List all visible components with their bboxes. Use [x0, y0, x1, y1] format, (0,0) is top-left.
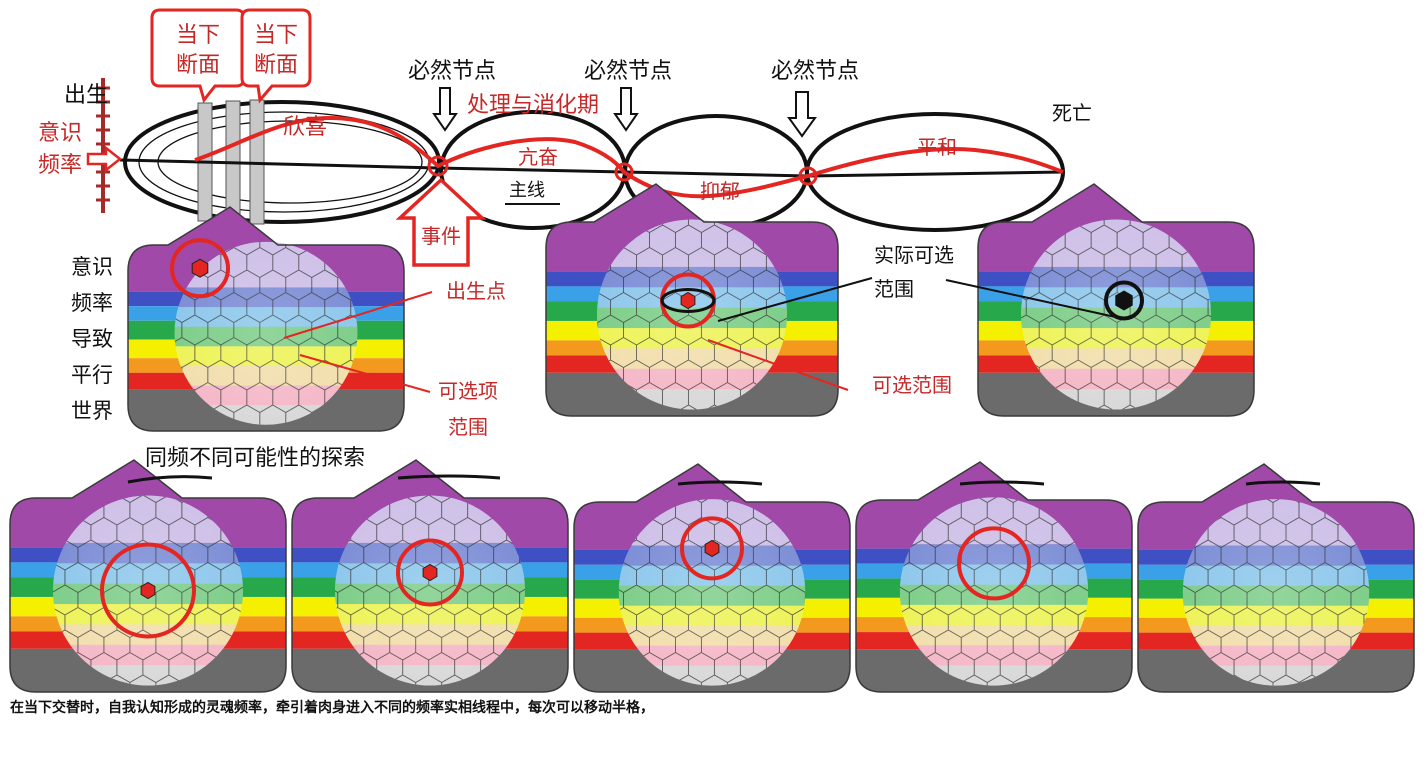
- options-range-pointer: [707, 339, 849, 391]
- event-label: 事件: [421, 224, 461, 248]
- possibility-sphere: [618, 499, 806, 686]
- birth-label: 出生: [64, 83, 108, 108]
- main-line-label: 主线: [509, 180, 545, 201]
- options-range-circle: [396, 538, 464, 607]
- frequency-wave: [194, 115, 1064, 199]
- options-range-circle: [680, 516, 744, 581]
- down-arrow-icon: [613, 87, 639, 132]
- actual-range-label: 实际可选范围: [874, 243, 954, 301]
- cross-section-label: 当下断面: [254, 23, 298, 78]
- parallel-world-panel: [9, 459, 287, 693]
- node-circle: [798, 166, 818, 186]
- actual-range-pointer: [717, 277, 873, 322]
- options-range-circle: [170, 238, 230, 299]
- bottom-title: 同频不同可能性的探索: [145, 446, 365, 471]
- possibility-sphere: [899, 497, 1089, 686]
- options-range-label: 可选项范围: [438, 379, 498, 439]
- options-range-circle: [957, 526, 1031, 601]
- parallel-world-panel: [855, 461, 1133, 693]
- birth-point-label: 出生点: [446, 279, 506, 303]
- options-range-pointer: [299, 354, 431, 393]
- options-range-label: 可选范围: [872, 373, 952, 397]
- right-arrow-icon: [86, 145, 123, 173]
- excited-label: 亢奋: [518, 145, 558, 169]
- cross-section-label: 当下断面: [176, 23, 220, 78]
- actual-range-ellipse: [660, 287, 716, 313]
- options-range-circle: [100, 542, 196, 639]
- cross-section-callout: [240, 8, 312, 104]
- parallel-world-panel: [977, 183, 1255, 417]
- necessary-node-label: 必然节点: [408, 59, 496, 84]
- up-arrow-icon: [395, 177, 487, 267]
- necessary-node-label: 必然节点: [584, 59, 672, 84]
- footer-text: 在当下交替时，自我认知形成的灵魂频率，牵引着肉身进入不同的频率实相线程中，每次可…: [10, 699, 654, 716]
- parallel-world-panel: [573, 463, 851, 693]
- possibility-sphere: [334, 495, 526, 686]
- possibility-sphere: [596, 219, 788, 410]
- peace-label: 平和: [917, 135, 957, 159]
- hexagon-icon: [1115, 290, 1133, 311]
- processing-period-label: 处理与消化期: [467, 93, 599, 118]
- possibility-sphere: [1182, 499, 1370, 686]
- down-arrow-icon: [787, 91, 817, 138]
- timeline: 当下断面 当下断面 出生 意识频率 必然节点 必然节点 必然节点 处理与消化期 …: [38, 8, 1092, 267]
- down-arrow-icon: [432, 87, 458, 132]
- parallel-world-panel: [291, 459, 569, 693]
- parallel-world-panel: [127, 206, 405, 432]
- actual-range-pointer: [945, 279, 1121, 319]
- node-circle: [614, 162, 634, 182]
- necessary-node-label: 必然节点: [771, 59, 859, 84]
- ruler-ticks: [96, 86, 110, 202]
- hexagon-icon: [422, 563, 438, 582]
- hexagon-icon: [704, 539, 720, 557]
- consciousness-frequency-label: 意识频率: [38, 121, 82, 178]
- parallel-world-panels: [9, 183, 1415, 693]
- actual-range-circle: [1104, 280, 1144, 321]
- parallel-world-panel: [1137, 463, 1415, 693]
- life-segment-1: [123, 100, 441, 224]
- depressed-label: 抑郁: [700, 179, 740, 203]
- side-text: 意识频率导致平行世界: [71, 255, 113, 423]
- hexagon-icon: [191, 258, 209, 278]
- joy-label: 欣喜: [283, 115, 327, 140]
- top-lines: [127, 474, 1321, 486]
- birth-point-pointer: [283, 291, 433, 339]
- hexagon-icon: [680, 291, 696, 310]
- node-circle: [427, 155, 449, 177]
- death-label: 死亡: [1052, 101, 1092, 125]
- hexagon-icon: [140, 581, 156, 600]
